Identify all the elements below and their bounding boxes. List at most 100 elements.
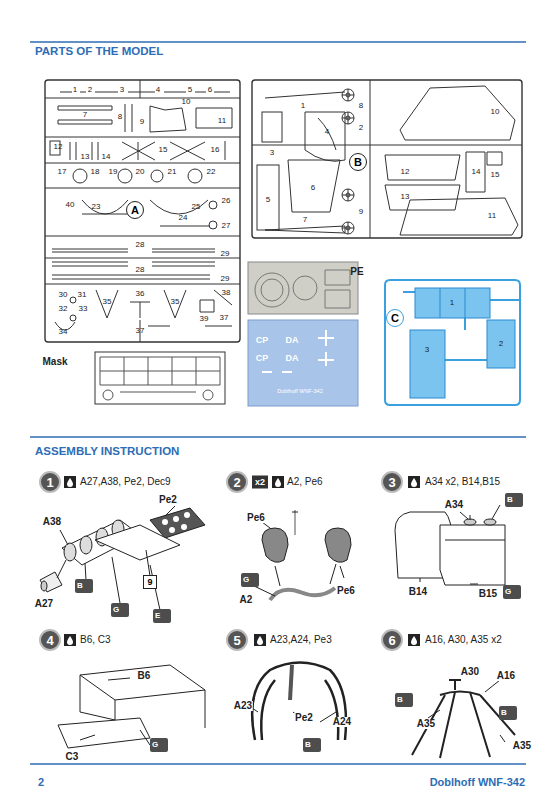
part-number: 33: [79, 305, 88, 313]
paint-code: B: [499, 706, 517, 720]
part-number: 5: [266, 196, 270, 204]
callout-label: A27: [34, 599, 54, 609]
node-text: B: [77, 582, 83, 590]
callout-label: B6: [137, 671, 152, 681]
step-parts-list: A23,A24, Pe3: [270, 635, 332, 645]
part-number: 13: [401, 193, 410, 201]
part-number: 24: [179, 214, 188, 222]
part-number: 12: [54, 143, 63, 151]
part-number: 23: [92, 203, 101, 211]
part-number: 3: [120, 86, 124, 94]
sprue-letter: B: [349, 153, 367, 171]
part-number: 1: [301, 102, 305, 110]
part-number: 14: [102, 153, 111, 161]
step-number: 6: [381, 629, 403, 651]
part-number: 39: [200, 315, 209, 323]
paint-code: B: [75, 579, 93, 593]
part-number: 2: [88, 86, 92, 94]
part-number: 1: [73, 86, 77, 94]
part-number: 35: [103, 298, 112, 306]
part-number: 28: [136, 241, 145, 249]
callout-label: A2: [239, 595, 254, 605]
node-text: G: [243, 576, 249, 584]
node-text: G: [113, 606, 119, 614]
part-number: 6: [311, 184, 315, 192]
part-number: 38: [222, 289, 231, 297]
part-number: 32: [59, 305, 68, 313]
node-text: B: [501, 709, 507, 717]
part-number: 36: [136, 290, 145, 298]
callout-label: B15: [478, 589, 498, 599]
section-heading: ASSEMBLY INSTRUCTION: [35, 446, 179, 458]
step-number: 1: [39, 471, 61, 493]
paint-code: B: [505, 493, 523, 507]
part-number: 2: [499, 340, 503, 348]
node-text: B: [397, 696, 403, 704]
sprue-letter: A: [126, 201, 144, 219]
part-number: 7: [303, 216, 307, 224]
decal-number: 9: [143, 575, 157, 589]
part-number: 4: [156, 86, 160, 94]
part-number: 15: [491, 171, 500, 179]
callout-label: Pe6: [336, 586, 356, 596]
paint-code: E: [153, 609, 171, 623]
callout-label: A23: [233, 701, 253, 711]
step-number: 5: [226, 629, 248, 651]
callout-label: Pe2: [158, 495, 178, 505]
part-number: 37: [136, 327, 145, 335]
part-number: 21: [168, 168, 177, 176]
part-number: 12: [401, 168, 410, 176]
step-parts-list: A2, Pe6: [287, 477, 323, 487]
step-number: 4: [39, 629, 61, 651]
part-number: 19: [109, 168, 118, 176]
step-parts-list: A27,A38, Pe2, Dec9: [80, 477, 171, 487]
part-number: 10: [491, 108, 500, 116]
decal-marking: DA: [286, 354, 299, 363]
part-number: 5: [188, 86, 192, 94]
part-number: 34: [59, 328, 68, 336]
part-number: 31: [78, 291, 87, 299]
node-text: 4: [46, 634, 53, 647]
part-number: 3: [425, 346, 429, 354]
step-parts-list: B6, C3: [80, 635, 111, 645]
node-text: 9: [147, 578, 152, 587]
part-number: 25: [192, 203, 201, 211]
callout-label: B14: [408, 587, 428, 597]
callout-label: A35: [512, 741, 532, 751]
node-text: 3: [388, 476, 395, 489]
sheet-label: Mask: [42, 357, 67, 367]
node-text: 1: [46, 476, 53, 489]
part-number: 17: [58, 168, 67, 176]
part-number: 22: [207, 168, 216, 176]
section-heading: PARTS OF THE MODEL: [35, 46, 163, 58]
node-text: A: [131, 205, 139, 216]
paint-code: G: [111, 603, 129, 617]
part-number: 9: [359, 208, 363, 216]
footer-text: 2: [38, 777, 44, 788]
part-number: 28: [136, 266, 145, 274]
decal-title: Doblhoff WNF-342: [277, 389, 322, 395]
part-number: 30: [59, 291, 68, 299]
node-text: G: [152, 741, 158, 749]
step-number: 3: [381, 471, 403, 493]
step-parts-list: A16, A30, A35 x2: [425, 635, 502, 645]
callout-label: A38: [42, 517, 62, 527]
part-number: 3: [270, 149, 274, 157]
callout-label: A24: [332, 717, 352, 727]
node-text: 6: [388, 634, 395, 647]
part-number: 2: [359, 124, 363, 132]
node-text: 2: [233, 476, 240, 489]
node-text: B: [305, 741, 311, 749]
part-number: 37: [220, 314, 229, 322]
part-number: 7: [83, 111, 87, 119]
part-number: 11: [488, 212, 496, 220]
callout-label: A30: [460, 667, 480, 677]
decal-marking: DA: [286, 336, 299, 345]
footer-text: Doblhoff WNF-342: [430, 777, 525, 788]
part-number: 8: [359, 102, 363, 110]
callout-label: Pe2: [294, 713, 314, 723]
part-number: 14: [472, 168, 481, 176]
decal-marking: CP: [256, 354, 269, 363]
part-number: 6: [208, 86, 212, 94]
